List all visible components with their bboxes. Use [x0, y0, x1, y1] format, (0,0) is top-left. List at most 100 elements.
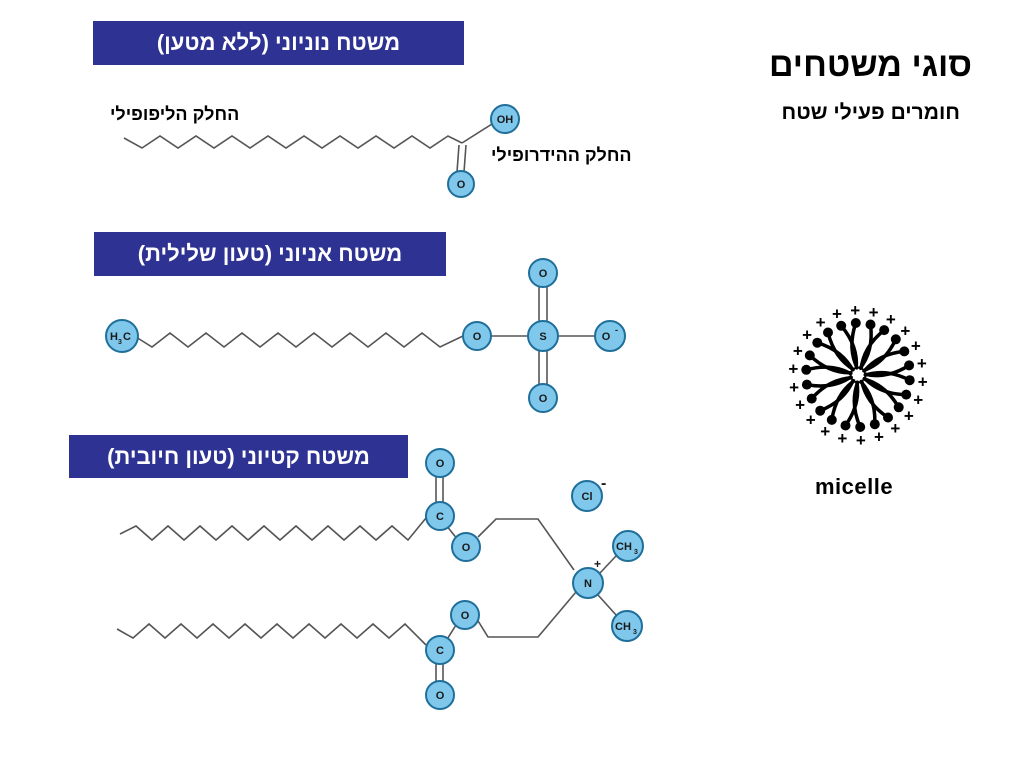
- cationic-n-ch3-upper-bond: [599, 555, 617, 574]
- micelle-head: [836, 320, 847, 331]
- micelle-head: [904, 360, 915, 371]
- svg-text:O: O: [539, 268, 548, 280]
- micelle-head: [826, 414, 837, 425]
- micelle-charge-label: +: [837, 429, 847, 448]
- nonionic-hydrocarbon-chain: [123, 135, 463, 149]
- anionic-o-link-atom: O: [462, 321, 492, 351]
- svg-text:S: S: [539, 331, 546, 343]
- micelle-head: [815, 405, 826, 416]
- svg-text:OH: OH: [497, 114, 514, 126]
- svg-text:C: C: [123, 331, 131, 343]
- hydrophilic-label: החלק ההידרופילי: [491, 145, 632, 165]
- svg-text:3: 3: [633, 629, 637, 636]
- nonionic-o-atom: O: [447, 170, 475, 198]
- anionic-o-minus-atom: O -: [594, 320, 626, 352]
- micelle-charge-label: +: [874, 428, 884, 447]
- svg-text:-: -: [615, 325, 618, 335]
- slide-title: סוגי משטחים: [769, 46, 972, 84]
- micelle-head: [879, 325, 890, 336]
- micelle-charge-label: +: [890, 419, 900, 438]
- micelle-head: [855, 422, 866, 432]
- cationic-lower-o-link-atom: O: [450, 600, 480, 630]
- cationic-upper-linker: [477, 518, 575, 571]
- micelle-charge-label: +: [832, 305, 842, 324]
- micelle-head: [883, 412, 893, 423]
- micelle-graphic: ++++++++++++++++++++++: [788, 301, 927, 450]
- cationic-n-ch3-lower-bond: [597, 594, 618, 617]
- svg-text:O: O: [436, 458, 445, 470]
- micelle-charge-label: +: [816, 313, 826, 332]
- anionic-o-top-atom: O: [528, 258, 558, 288]
- nonionic-molecule: OH O: [123, 104, 520, 198]
- svg-text:O: O: [436, 690, 445, 702]
- svg-text:-: -: [601, 475, 606, 492]
- svg-text:O: O: [457, 179, 466, 191]
- micelle-head: [904, 375, 915, 386]
- cationic-lower-chain: [116, 622, 427, 646]
- micelle-head: [801, 379, 812, 390]
- micelle-head: [840, 420, 851, 431]
- anionic-o-bottom-atom: O: [528, 383, 558, 413]
- micelle-charge-label: +: [869, 303, 879, 322]
- micelle-charge-label: +: [795, 396, 805, 415]
- anionic-hydrocarbon-chain: [135, 331, 464, 349]
- micelle-charge-label: +: [911, 337, 921, 356]
- svg-text:C: C: [436, 645, 444, 657]
- micelle-charge-label: +: [806, 411, 816, 430]
- svg-text:O: O: [473, 331, 482, 343]
- micelle-head: [893, 402, 904, 413]
- micelle-charge-label: +: [900, 321, 910, 340]
- micelle-charge-label: +: [886, 310, 896, 329]
- micelle-head: [806, 393, 817, 404]
- micelle-charge-label: +: [820, 422, 830, 441]
- svg-text:O: O: [461, 610, 470, 622]
- cationic-lower-linker: [474, 591, 577, 638]
- micelle-charge-label: +: [789, 378, 799, 397]
- anionic-s-atom: S: [527, 320, 559, 352]
- anionic-molecule: H 3 C O S O O O -: [105, 258, 626, 413]
- cationic-upper-o-link-atom: O: [451, 532, 481, 562]
- cationic-banner: משטח קטיוני (טעון חיובית): [69, 435, 408, 478]
- micelle-charge-label: +: [793, 342, 803, 361]
- svg-text:N: N: [584, 578, 592, 590]
- nonionic-c-o-double-bond-2: [463, 144, 467, 173]
- cationic-upper-o-top-atom: O: [425, 448, 455, 478]
- svg-text:H: H: [110, 331, 118, 343]
- micelle-charge-label: +: [788, 360, 798, 379]
- micelle-head: [869, 419, 880, 430]
- cationic-molecule: O C O O C O Cl - N +: [116, 448, 644, 710]
- cationic-n-atom: N +: [572, 557, 604, 599]
- nonionic-c-oh-bond: [461, 123, 493, 144]
- svg-text:O: O: [462, 542, 471, 554]
- nonionic-oh-atom: OH: [490, 104, 520, 134]
- nonionic-banner: משטח נוניוני (ללא מטען): [93, 21, 464, 65]
- svg-text:Cl: Cl: [582, 491, 593, 503]
- svg-text:O: O: [602, 331, 611, 343]
- svg-text:+: +: [594, 557, 601, 571]
- micelle-charge-label: +: [913, 390, 923, 409]
- micelle-head: [901, 389, 912, 400]
- micelle-charge-label: +: [856, 431, 866, 450]
- cationic-cl-ion: Cl -: [571, 475, 606, 512]
- micelle-charge-label: +: [802, 326, 812, 345]
- svg-text:O: O: [539, 393, 548, 405]
- micelle-head: [850, 318, 861, 328]
- micelle-head: [899, 346, 910, 357]
- cationic-upper-c-atom: C: [425, 501, 455, 531]
- micelle-label: micelle: [815, 474, 894, 499]
- anionic-banner: משטח אניוני (טעון שלילית): [94, 232, 446, 276]
- micelle-charge-label: +: [917, 354, 927, 373]
- micelle-head: [812, 337, 823, 348]
- lipophilic-label: החלק הליפופילי: [110, 104, 240, 124]
- nonionic-c-o-double-bond-1: [456, 144, 460, 173]
- svg-text:3: 3: [118, 339, 122, 346]
- cationic-ch3-lower-group: CH 3: [611, 610, 643, 642]
- micelle-charge-label: +: [850, 301, 860, 320]
- cationic-lower-c-atom: C: [425, 635, 455, 665]
- micelle-head: [804, 350, 815, 361]
- cationic-lower-o-bottom-atom: O: [425, 680, 455, 710]
- micelle-charge-label: +: [918, 373, 928, 392]
- slide-subtitle: חומרים פעילי שטח: [781, 101, 960, 124]
- svg-text:C: C: [436, 511, 444, 523]
- cationic-upper-chain: [119, 517, 427, 542]
